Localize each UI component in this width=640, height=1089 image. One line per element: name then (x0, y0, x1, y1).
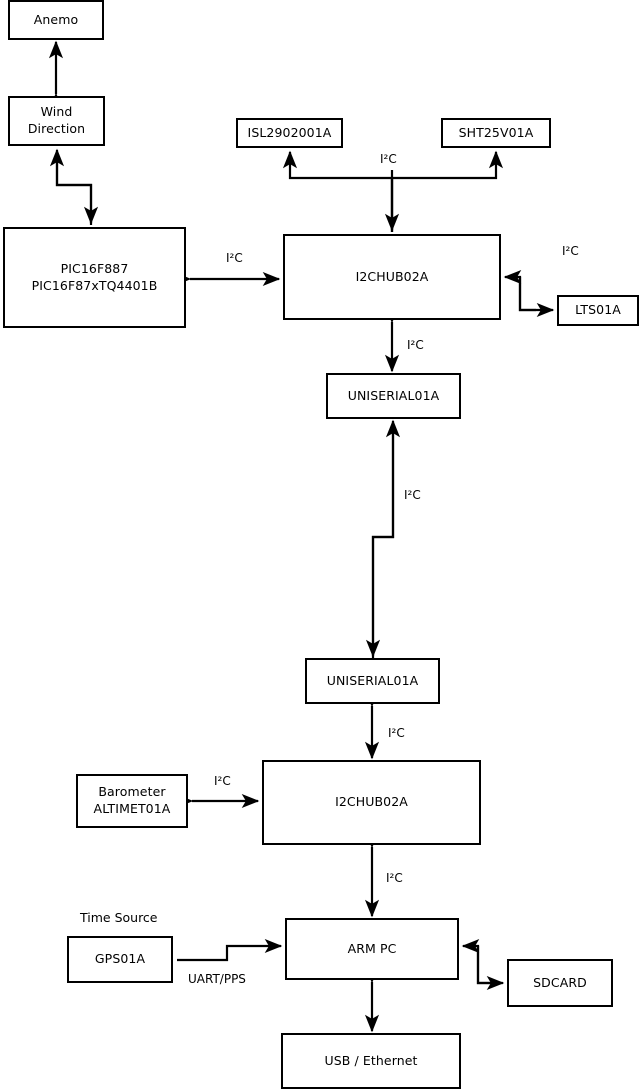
annotation-time-source: Time Source (80, 910, 158, 925)
wire-hubtop-lts (518, 277, 555, 318)
edge-label-i2c-hub-lts: I²C (562, 244, 579, 258)
edge-label-i2c-uniserial-lower-hub: I²C (388, 726, 405, 740)
wire-armpc-sdcard (476, 946, 505, 991)
wire-winddirection-pic-down (55, 152, 99, 225)
wire-lts-hubtop (503, 269, 536, 312)
node-i2chub02a-top[interactable]: I2CHUB02A (283, 234, 501, 320)
node-arm-pc[interactable]: ARM PC (285, 918, 459, 980)
wire-gps-armpc (177, 938, 283, 962)
node-anemo[interactable]: Anemo (8, 0, 104, 40)
node-barometer-altimet01a[interactable]: Barometer ALTIMET01A (76, 774, 188, 828)
wire-uniserial2-uniserial1-up (371, 419, 401, 660)
edge-label-uart-pps: UART/PPS (188, 972, 246, 986)
wire-hubtop-isl (282, 150, 394, 232)
node-pic-microcontroller[interactable]: PIC16F887 PIC16F87xTQ4401B (3, 227, 186, 328)
wire-hubtop-sht (390, 150, 504, 232)
edge-label-i2c-top-sensors: I²C (380, 152, 397, 166)
edge-label-i2c-uniserial-link: I²C (404, 488, 421, 502)
node-lts01a[interactable]: LTS01A (557, 295, 639, 326)
node-i2chub02a-bottom[interactable]: I2CHUB02A (262, 760, 481, 845)
edge-label-i2c-hub-uniserial-upper: I²C (407, 338, 424, 352)
edge-label-i2c-barometer-hub: I²C (214, 774, 231, 788)
node-uniserial01a-upper[interactable]: UNISERIAL01A (326, 373, 461, 419)
node-wind-direction[interactable]: Wind Direction (8, 96, 105, 146)
wire-sdcard-armpc (461, 938, 492, 985)
wire-uniserial1-uniserial2-down (365, 423, 395, 658)
node-sdcard[interactable]: SDCARD (507, 959, 613, 1007)
node-sht25v01a[interactable]: SHT25V01A (441, 118, 551, 148)
edge-label-i2c-pic-hub: I²C (226, 251, 243, 265)
node-isl2902001a[interactable]: ISL2902001A (236, 118, 343, 148)
node-gps01a[interactable]: GPS01A (67, 936, 173, 983)
wire-pic-winddirection-up (49, 148, 93, 225)
node-uniserial01a-lower[interactable]: UNISERIAL01A (305, 658, 440, 704)
node-usb-ethernet[interactable]: USB / Ethernet (281, 1033, 461, 1089)
edge-label-i2c-hub-armpc: I²C (386, 871, 403, 885)
